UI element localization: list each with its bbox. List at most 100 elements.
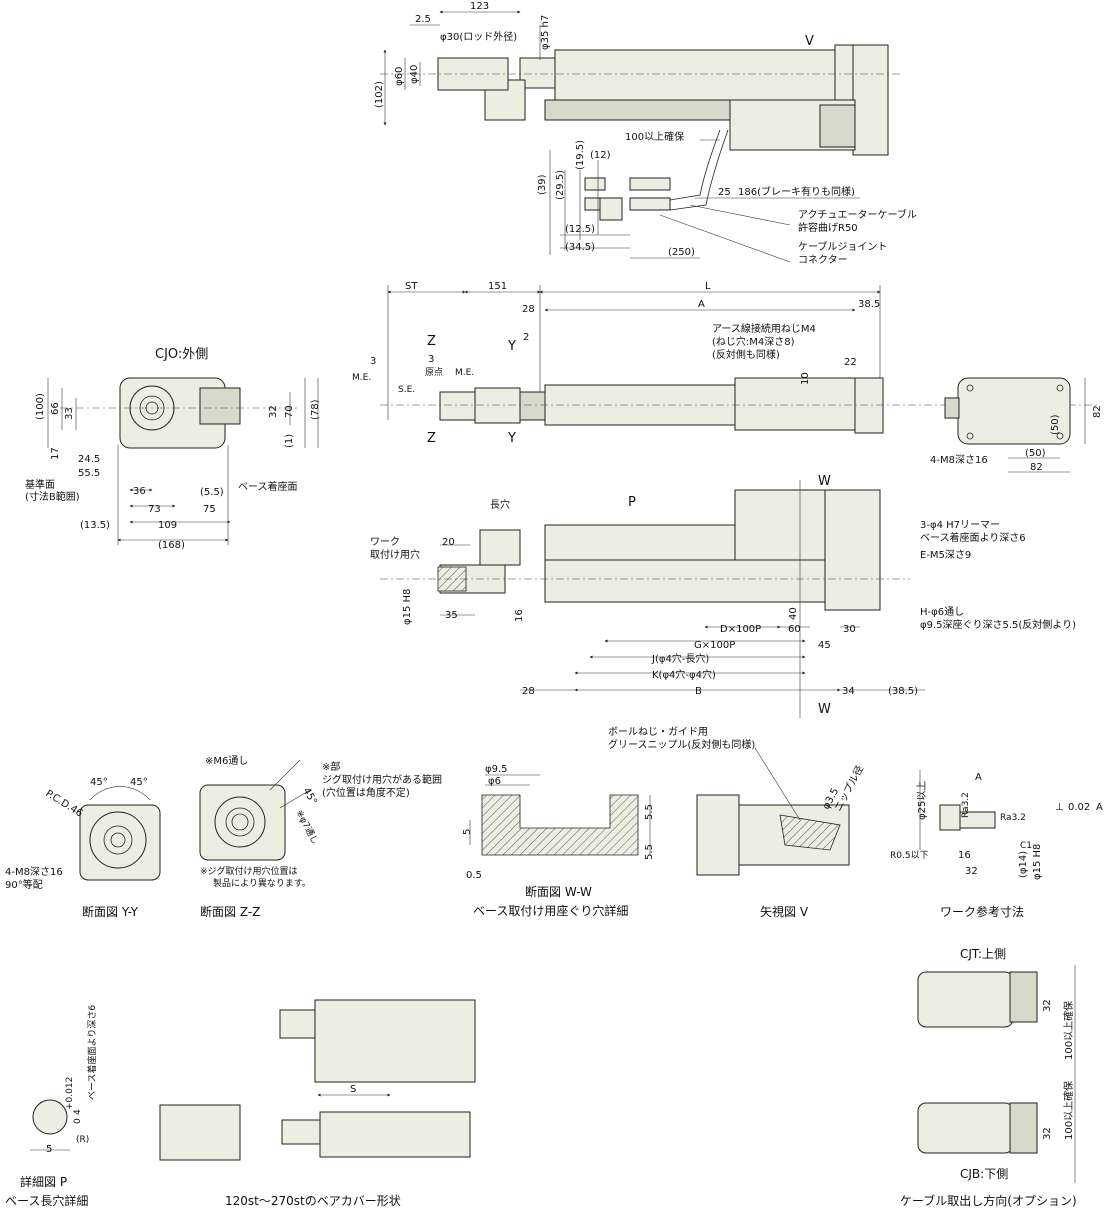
detail-p-caption: 詳細図 P (20, 1174, 67, 1189)
ww-5: 5 (462, 829, 473, 835)
cable-note-1: アクチュエーターケーブル (798, 208, 917, 221)
dim-38-5-bottom: (38.5) (888, 686, 918, 697)
dim-82-vertical: 82 (1092, 405, 1103, 418)
work-datum-a-1: A (975, 772, 982, 783)
zz-note-star: ※部 (322, 760, 340, 773)
detail-p-depth: ベース着座面より深さ6 (86, 1005, 98, 1100)
slot-label: 長穴 (490, 498, 510, 511)
dim-l: L (705, 281, 711, 292)
dim-3-a: 3 (370, 356, 376, 367)
cjb-dim-100: 100以上確保 (1062, 1081, 1075, 1140)
section-ww: φ9.5 φ6 5 0.5 5.5 5.5 断面図 W-W ベース取付け用座ぐり… (462, 764, 655, 918)
work-perp-symbol: ⊥ (1055, 802, 1064, 813)
cjo-title: CJO:外側 (155, 347, 208, 362)
bellows-shape: S 120st〜270stのベアカバー形状 (159, 999, 476, 1208)
reamer-note-1: 3-φ4 H7リーマー (920, 520, 1000, 531)
dim-phi35: φ35 h7 (540, 15, 551, 50)
earth-note-1: アース線接続用ねじM4 (712, 322, 816, 335)
cjt-dim-100: 100以上確保 (1062, 1001, 1075, 1060)
zz-note-range: ジグ取付け用穴がある範囲 (322, 773, 442, 786)
section-zz-caption: 断面図 Z-Z (200, 904, 260, 919)
dim-34: 34 (842, 686, 855, 697)
end-view-note: 4-M8深さ16 (930, 454, 988, 466)
work-ra-1: Ra3.2 (961, 792, 971, 818)
section-ww-subcaption: ベース取付け用座ぐり穴詳細 (473, 903, 628, 918)
dim-17: 17 (50, 447, 61, 460)
detail-p-marker: P (628, 495, 636, 510)
dim-36: 36 (133, 486, 146, 497)
ww-phi9-5: φ9.5 (485, 764, 508, 775)
work-r0-5: R0.5以下 (890, 851, 929, 861)
dim-2-5: 2.5 (415, 14, 431, 25)
dim-100: (100) (35, 393, 46, 420)
dim-st: ST (405, 281, 418, 292)
dim-34-5: (34.5) (565, 242, 595, 253)
section-w-top: W (818, 474, 831, 489)
dim-55-5: 55.5 (78, 468, 100, 479)
zz-note-angle: (穴位置は角度不定) (322, 786, 410, 799)
detail-p-4: 4 (73, 1109, 83, 1115)
dim-19-5: (19.5) (575, 140, 586, 170)
dim-70: 70 (284, 405, 295, 418)
work-32: 32 (965, 866, 978, 877)
work-ra-2: Ra3.2 (1000, 813, 1026, 823)
dim-50-vertical: (50) (1050, 414, 1061, 435)
cjt-dim-32: 32 (1042, 999, 1053, 1012)
view-v-marker: V (805, 34, 814, 49)
dim-39: (39) (537, 174, 548, 195)
section-z-bottom: Z (427, 431, 436, 446)
dim-10: 10 (800, 372, 811, 385)
dim-33: 33 (64, 407, 75, 420)
work-16: 16 (958, 850, 971, 861)
cjb-dim-32: 32 (1042, 1127, 1053, 1140)
dim-phi15-h8: φ15 H8 (402, 589, 413, 625)
angle-45-right: 45° (130, 777, 148, 788)
dim-186: 186(ブレーキ有りも同様) (738, 185, 855, 198)
dim-2: 2 (523, 332, 529, 343)
section-z-top: Z (427, 334, 436, 349)
section-zz: ※M6通し ※部 ジグ取付け用穴がある範囲 (穴位置は角度不定) 45° ※ジグ… (199, 755, 442, 919)
side-view: ST 151 L 28 A 38.5 2 10 22 M.E. S.E. 原点 … (352, 281, 1100, 446)
dim-73: 73 (148, 504, 161, 515)
section-yy-caption: 断面図 Y-Y (82, 904, 139, 919)
dim-29-5: (29.5) (555, 170, 566, 200)
pcd-46: P.C.D.46 (43, 788, 84, 819)
dim-phi60: φ60 (394, 67, 405, 86)
dim-a: A (698, 299, 705, 310)
bellows-dim-s: S (350, 1084, 356, 1095)
dim-28-bottom: 28 (522, 686, 535, 697)
dim-32: 32 (268, 405, 279, 418)
dim-40: 40 (788, 607, 799, 620)
work-phi14: (φ14) (1018, 851, 1029, 878)
section-yy: 45° 45° P.C.D.46 4-M8深さ16 90°等配 断面図 Y-Y (5, 777, 161, 919)
ref-surface-range: (寸法B範囲) (25, 490, 80, 503)
dim-102: (102) (374, 81, 385, 108)
dim-3-b: 3 (428, 354, 434, 365)
label-me-right: M.E. (455, 368, 474, 378)
label-origin: 原点 (425, 367, 443, 378)
detail-p-r: (R) (76, 1135, 89, 1145)
dim-50-horizontal: (50) (1025, 448, 1046, 459)
work-reference: φ25以上 Ra3.2 A Ra3.2 ⊥ 0.02 A R0.5以下 C1 1… (890, 770, 1103, 919)
zz-angle-45: 45° (300, 786, 318, 807)
dim-35: 35 (445, 610, 458, 621)
dim-k: K(φ4穴-φ4穴) (652, 668, 716, 681)
cable-option: CJT:上側 CJB:下側 32 100以上確保 32 100以上確保 ケーブル… (900, 947, 1077, 1208)
dim-250: (250) (668, 247, 695, 258)
section-w-bottom: W (818, 702, 831, 717)
cjt-label: CJT:上側 (960, 947, 1006, 961)
label-se: S.E. (398, 385, 415, 395)
dim-12: (12) (590, 150, 611, 161)
ww-5-5-bottom: 5.5 (644, 844, 655, 860)
end-view: 82 (50) (50) 82 4-M8深さ16 (930, 377, 1103, 473)
dim-24-5: 24.5 (78, 454, 100, 465)
dim-25: 25 (718, 187, 731, 198)
angle-45-left: 45° (90, 777, 108, 788)
section-y-top: Y (507, 339, 516, 354)
bottom-view: W W 20 φ15 H8 35 16 D×100P 60 30 40 G×10… (370, 474, 1076, 718)
earth-note-2: (ねじ穴:M4深さ8) (712, 335, 795, 348)
label-me-left: M.E. (352, 373, 371, 383)
detail-p: ベース着座面より深さ6 4 +0.012 0 (R) 5 詳細図 P ベース長穴… (5, 1005, 98, 1208)
dim-30: 30 (843, 624, 856, 635)
